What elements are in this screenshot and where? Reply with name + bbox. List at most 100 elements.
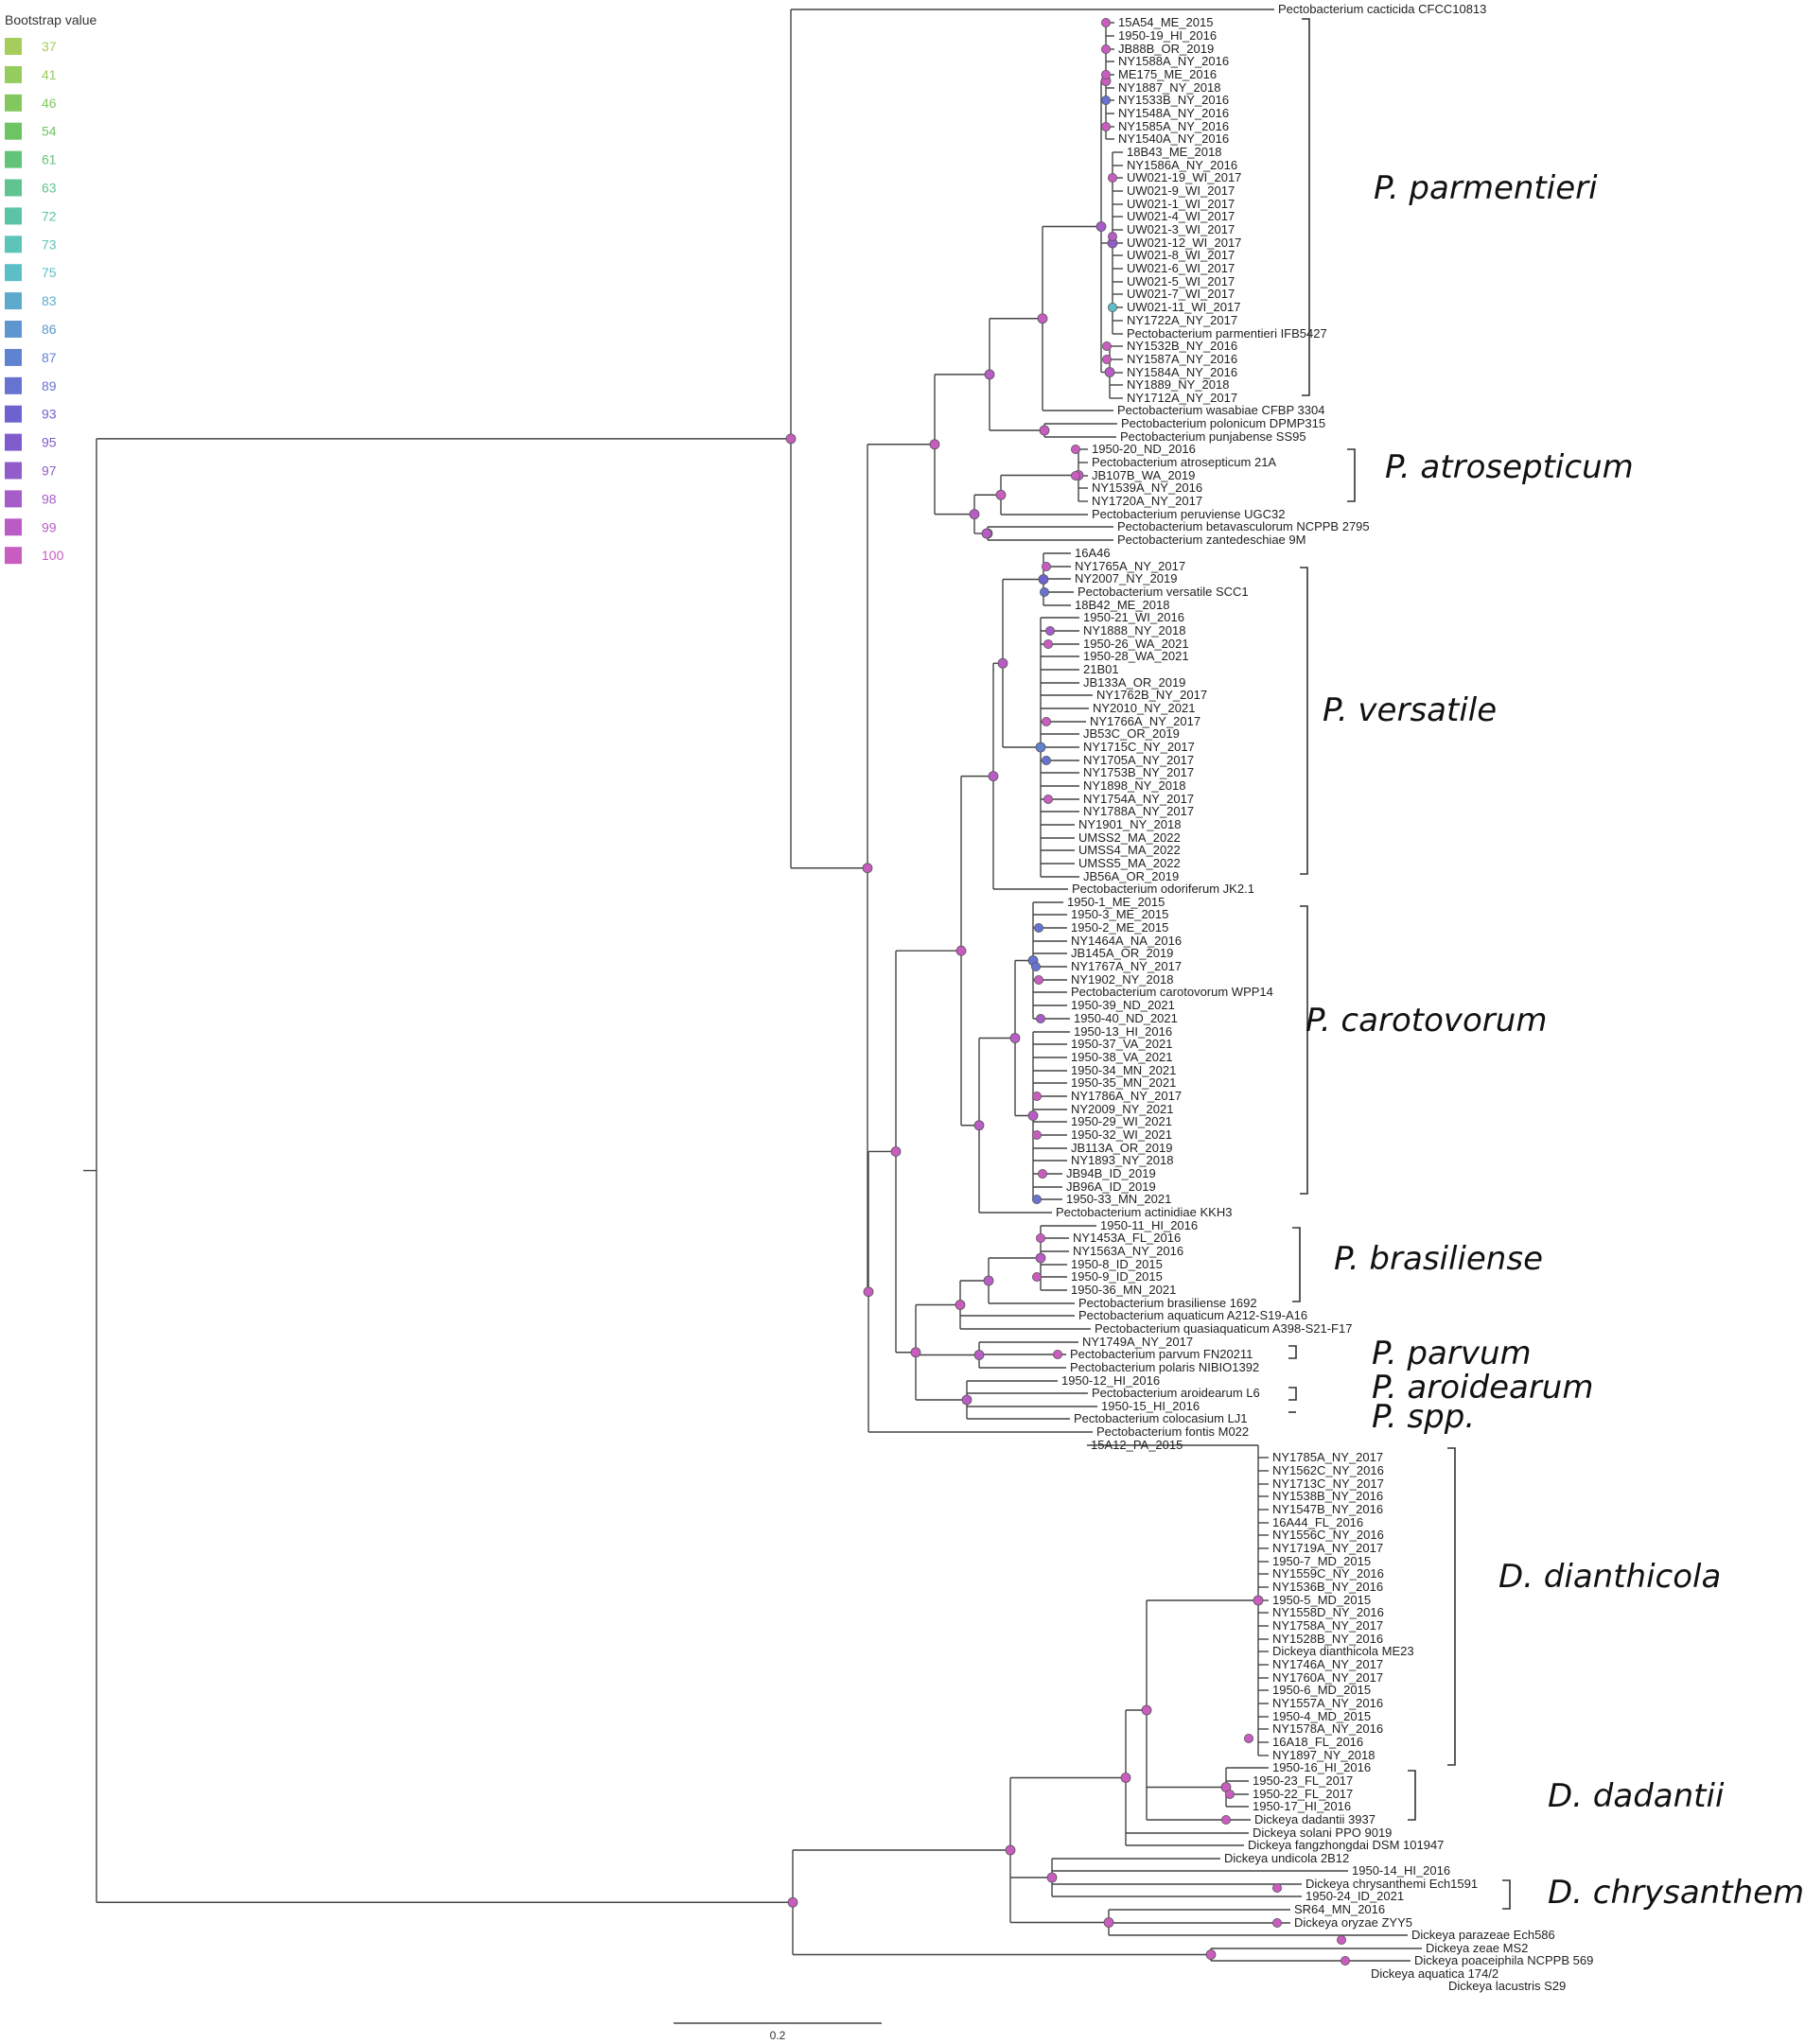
legend-swatch [5, 207, 22, 225]
legend-label: 54 [42, 124, 57, 139]
leaf-label: 1950-6_MD_2015 [1272, 1683, 1371, 1697]
leaf-label: NY1539A_NY_2016 [1092, 480, 1202, 495]
leaf-label: 15A12_PA_2015 [1091, 1438, 1183, 1452]
bootstrap-node [1035, 1252, 1046, 1264]
leaf-label: JB145A_OR_2019 [1071, 946, 1173, 960]
clade-bracket [1300, 567, 1308, 875]
bootstrap-node [1095, 221, 1107, 232]
leaf-label: Pectobacterium wasabiae CFBP 3304 [1117, 403, 1324, 417]
leaf-label: NY1556C_NY_2016 [1272, 1528, 1384, 1542]
leaf-label: NY1722A_NY_2017 [1127, 313, 1237, 327]
bootstrap-node [863, 1286, 874, 1298]
legend-swatch [5, 321, 22, 338]
bootstrap-node [1034, 923, 1044, 934]
leaf-label: JB113A_OR_2019 [1071, 1141, 1172, 1155]
leaf-label: UW021-7_WI_2017 [1127, 287, 1235, 301]
leaf-label: Pectobacterium quasiaquaticum A398-S21-F… [1095, 1321, 1352, 1336]
leaf-label: 16A18_FL_2016 [1272, 1735, 1363, 1749]
leaf-label: Pectobacterium fontis M022 [1096, 1424, 1249, 1439]
legend-label: 97 [42, 463, 57, 479]
clade-label: D. dadantii [1548, 1777, 1725, 1815]
bootstrap-node [1108, 302, 1118, 312]
leaf-label: 1950-19_HI_2016 [1118, 28, 1217, 43]
leaf-label: JB133A_OR_2019 [1083, 675, 1185, 690]
clade-label: P. spp. [1372, 1398, 1475, 1436]
leaf-label: Pectobacterium brasiliense 1692 [1078, 1296, 1257, 1310]
leaf-label: NY1766A_NY_2017 [1090, 714, 1200, 728]
leaf-label: NY1588A_NY_2016 [1118, 54, 1229, 68]
leaf-label: Dickeya zeae MS2 [1426, 1941, 1528, 1955]
bootstrap-node [1141, 1704, 1152, 1716]
bootstrap-node [1205, 1949, 1217, 1960]
leaf-label: NY1788A_NY_2017 [1083, 804, 1194, 818]
bootstrap-node [1101, 44, 1112, 55]
leaf-label: NY1586A_NY_2016 [1127, 158, 1237, 172]
legend-swatch [5, 179, 22, 197]
legend-swatch [5, 518, 22, 536]
clade-bracket [1292, 1227, 1301, 1302]
leaf-label: Dickeya chrysanthemi Ech1591 [1306, 1877, 1478, 1891]
legend-swatch [5, 94, 22, 112]
leaf-label: NY1584A_NY_2016 [1127, 365, 1237, 379]
leaf-label: Dickeya fangzhongdai DSM 101947 [1248, 1838, 1444, 1852]
bootstrap-node [1036, 1014, 1046, 1024]
leaf-label: 1950-32_WI_2021 [1071, 1127, 1172, 1142]
bootstrap-node [1225, 1790, 1235, 1800]
bootstrap-node [1341, 1955, 1351, 1965]
leaf-label: UW021-19_WI_2017 [1127, 170, 1241, 184]
bootstrap-node [1038, 574, 1049, 585]
legend-label: 83 [42, 293, 57, 308]
leaf-label: NY1547B_NY_2016 [1272, 1502, 1383, 1516]
bootstrap-nodes [785, 17, 1351, 1965]
legend-label: 89 [42, 378, 57, 393]
bootstrap-node [1071, 444, 1081, 454]
leaf-label: Dickeya poaceiphila NCPPB 569 [1414, 1953, 1593, 1967]
bootstrap-node [1031, 962, 1042, 972]
leaf-label: NY1762B_NY_2017 [1096, 688, 1207, 702]
leaf-label: UW021-9_WI_2017 [1127, 183, 1235, 198]
legend-swatch [5, 292, 22, 310]
legend-label: 93 [42, 407, 57, 422]
bootstrap-node [1272, 1883, 1283, 1894]
legend-swatch [5, 348, 22, 366]
leaf-label: 1950-13_HI_2016 [1074, 1024, 1172, 1039]
legend-swatch [5, 65, 22, 83]
leaf-label: NY1548A_NY_2016 [1118, 106, 1229, 120]
clade-label: P. parmentieri [1374, 169, 1598, 207]
bootstrap-node [1042, 756, 1052, 766]
bootstrap-node [1043, 795, 1054, 805]
leaf-label: NY1578A_NY_2016 [1272, 1721, 1383, 1736]
legend-swatch [5, 490, 22, 508]
leaf-label: 1950-39_ND_2021 [1071, 998, 1175, 1012]
leaf-label: Pectobacterium peruviense UGC32 [1092, 507, 1286, 521]
leaf-label: Dickeya undicola 2B12 [1224, 1851, 1349, 1865]
leaf-label: NY1453A_FL_2016 [1073, 1231, 1181, 1245]
legend-title: Bootstrap value [5, 12, 96, 27]
leaf-label: Pectobacterium polonicum DPMP315 [1121, 416, 1325, 430]
leaf-label: UW021-5_WI_2017 [1127, 274, 1235, 288]
bootstrap-node [969, 509, 980, 520]
leaf-label: NY1705A_NY_2017 [1083, 753, 1194, 767]
leaf-label: Pectobacterium punjabense SS95 [1120, 429, 1306, 444]
bootstrap-node [785, 433, 797, 445]
clade-label: P. versatile [1323, 691, 1497, 729]
leaf-label: NY1532B_NY_2016 [1127, 339, 1237, 353]
legend-swatch [5, 122, 22, 140]
leaf-label: NY1753B_NY_2017 [1083, 765, 1194, 779]
leaf-label: 1950-38_VA_2021 [1071, 1050, 1172, 1064]
bootstrap-node [1032, 1195, 1043, 1205]
bootstrap-node [787, 1896, 798, 1908]
leaf-label: 1950-22_FL_2017 [1253, 1787, 1353, 1801]
legend-swatch [5, 236, 22, 253]
bootstrap-node [910, 1347, 921, 1358]
leaf-label: Dickeya dianthicola ME23 [1272, 1644, 1414, 1658]
bootstrap-node [981, 528, 992, 539]
bootstrap-node [1042, 717, 1052, 727]
clade-label: P. atrosepticum [1385, 448, 1634, 486]
leaf-label: NY2010_NY_2021 [1093, 701, 1195, 715]
bootstrap-node [955, 1300, 966, 1310]
leaf-label: Pectobacterium actinidiae KKH3 [1056, 1205, 1232, 1219]
leaf-label: Pectobacterium zantedeschiae 9M [1117, 533, 1306, 547]
bootstrap-node [1101, 70, 1112, 80]
clade-bracket [1300, 905, 1308, 1195]
